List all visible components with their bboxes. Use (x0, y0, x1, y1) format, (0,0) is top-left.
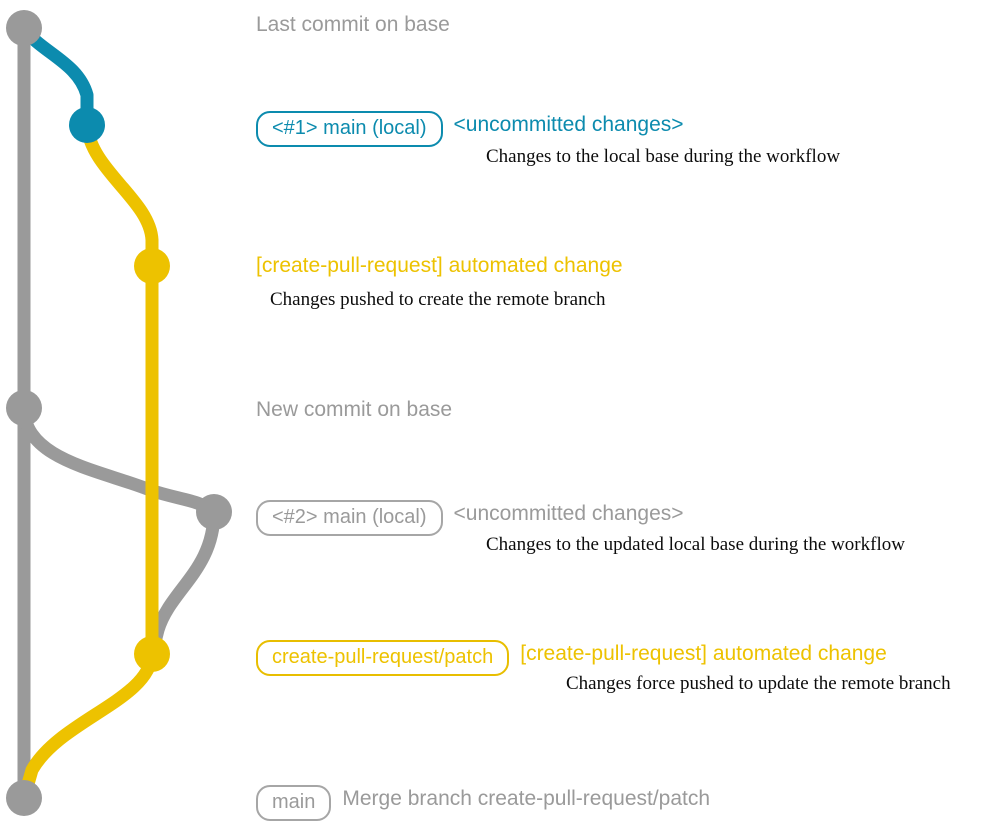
commit-node-merge[interactable] (6, 780, 42, 816)
commit-note-automated-change-1: Changes pushed to create the remote bran… (270, 289, 606, 310)
ref-pill-main[interactable]: main (256, 785, 332, 821)
commit-row-new-commit-on-base: New commit on base (256, 398, 452, 422)
commit-note-local-2: Changes to the updated local base during… (486, 534, 905, 555)
commit-row-local-1: <#1> main (local) <uncommitted changes> (256, 108, 684, 147)
commit-node-patch-1[interactable] (134, 248, 170, 284)
commit-subject: <uncommitted changes> (453, 502, 684, 525)
ref-pill-create-pull-request-patch[interactable]: create-pull-request/patch (256, 640, 510, 676)
commit-row-local-2: <#2> main (local) <uncommitted changes> (256, 497, 684, 536)
commit-node-base-last[interactable] (6, 10, 42, 46)
commit-subject: Last commit on base (256, 13, 450, 36)
commit-subject: [create-pull-request] automated change (256, 254, 623, 277)
commit-row-automated-change-1: [create-pull-request] automated change (256, 254, 623, 278)
commit-subject: New commit on base (256, 398, 453, 421)
commit-note-automated-change-2: Changes force pushed to update the remot… (566, 673, 951, 694)
ref-pill-main-local-1[interactable]: <#1> main (local) (256, 111, 443, 147)
commit-row-last-commit-on-base: Last commit on base (256, 13, 450, 37)
commit-node-patch-2[interactable] (134, 636, 170, 672)
commit-node-local-2[interactable] (196, 494, 232, 530)
commit-row-merge: main Merge branch create-pull-request/pa… (256, 782, 711, 821)
commit-node-base-new[interactable] (6, 390, 42, 426)
commit-subject: <uncommitted changes> (453, 113, 684, 136)
edge-base-to-updated-local (17, 401, 221, 519)
commit-subject: Merge branch create-pull-request/patch (342, 787, 711, 810)
edge-updated-local-to-patch (145, 505, 221, 661)
ref-pill-main-local-2[interactable]: <#2> main (local) (256, 500, 443, 536)
commit-subject: [create-pull-request] automated change (520, 642, 887, 665)
commit-node-local-1[interactable] (69, 107, 105, 143)
commit-row-automated-change-2: create-pull-request/patch [create-pull-r… (256, 637, 887, 676)
commit-nodes (6, 10, 232, 816)
commit-note-local-1: Changes to the local base during the wor… (486, 146, 841, 167)
